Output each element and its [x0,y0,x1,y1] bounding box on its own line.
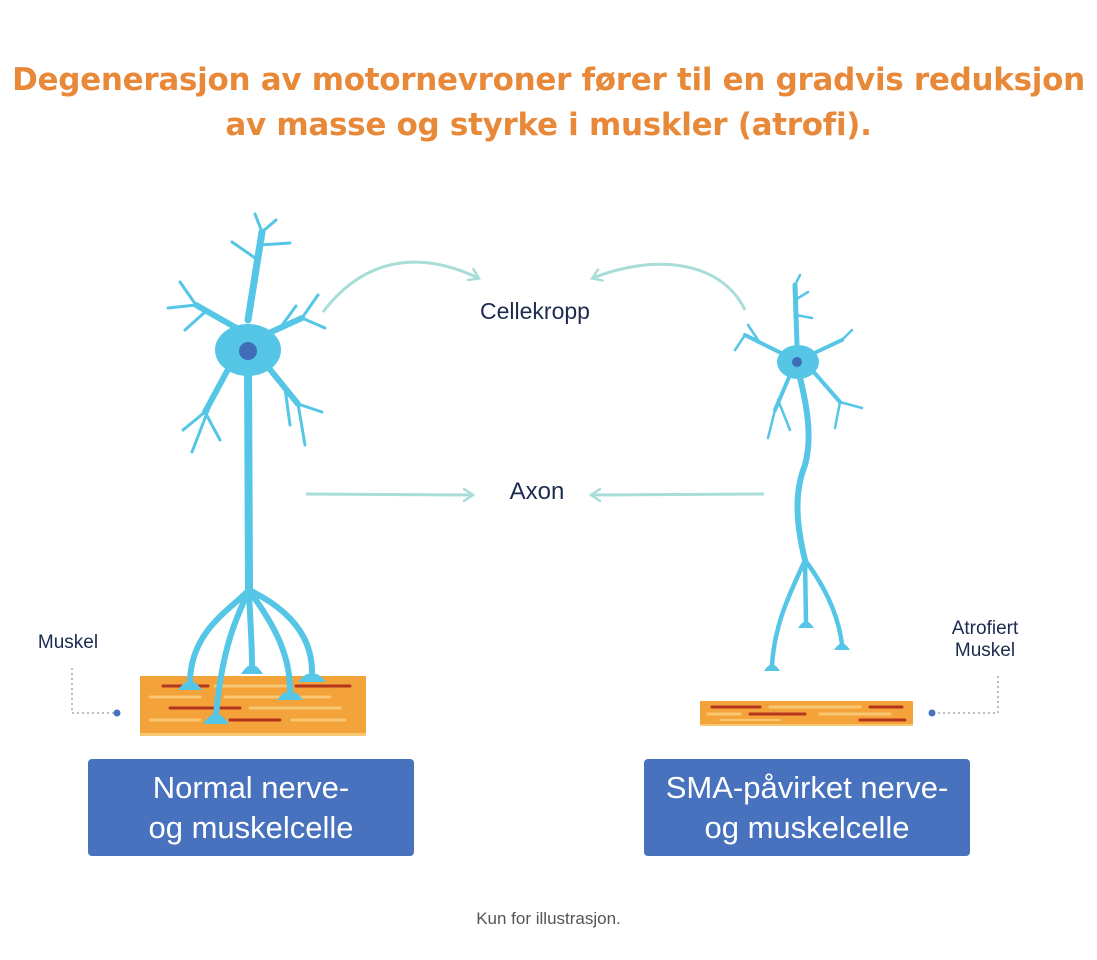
normal-cell-panel: Normal nerve- og muskelcelle [88,759,414,856]
diagram-title: Degenerasjon av motornevroner fører til … [0,58,1097,148]
sma-cell-panel: SMA-påvirket nerve- og muskelcelle [644,759,970,856]
muscle-leader-dot [113,709,121,717]
sma-panel-line-2: og muskelcelle [704,809,910,845]
sma-panel-line-1: SMA-påvirket nerve- [665,769,949,805]
atrophied-label-line-2: Muskel [954,640,1016,661]
atrophied-leader-dot [928,709,936,717]
arrow-cellbody-left [321,260,478,313]
illustration-disclaimer: Kun for illustrasjon. [476,909,621,928]
title-line-1: Degenerasjon av motornevroner fører til … [12,62,1085,98]
normal-neuron [166,212,327,718]
arrow-axon-left [305,494,472,495]
sma-nucleus [792,357,802,367]
muscle-leader-line [71,668,117,714]
atrophied-muscle-label: Atrofiert Muskel [930,618,1040,662]
sma-neuron [733,273,864,668]
sma-neuron-terminals [764,621,850,671]
normal-neuron-terminals [178,665,326,724]
axon-label: Axon [509,478,565,505]
normal-panel-line-1: Normal nerve- [152,769,350,805]
arrow-axon-right [592,494,765,495]
muscle-label: Muskel [37,632,99,653]
atrophied-muscle [700,701,913,726]
normal-muscle [140,676,366,736]
atrophied-label-line-1: Atrofiert [951,618,1019,639]
normal-nucleus [239,342,257,360]
title-line-2: av masse og styrke i muskler (atrofi). [225,107,872,143]
arrow-cellbody-right [593,262,747,311]
pointer-arrows [305,260,765,495]
cell-body-label: Cellekropp [480,298,590,324]
leader-lines [71,668,999,717]
atrophied-leader-line [932,676,999,714]
normal-panel-line-2: og muskelcelle [148,809,354,845]
